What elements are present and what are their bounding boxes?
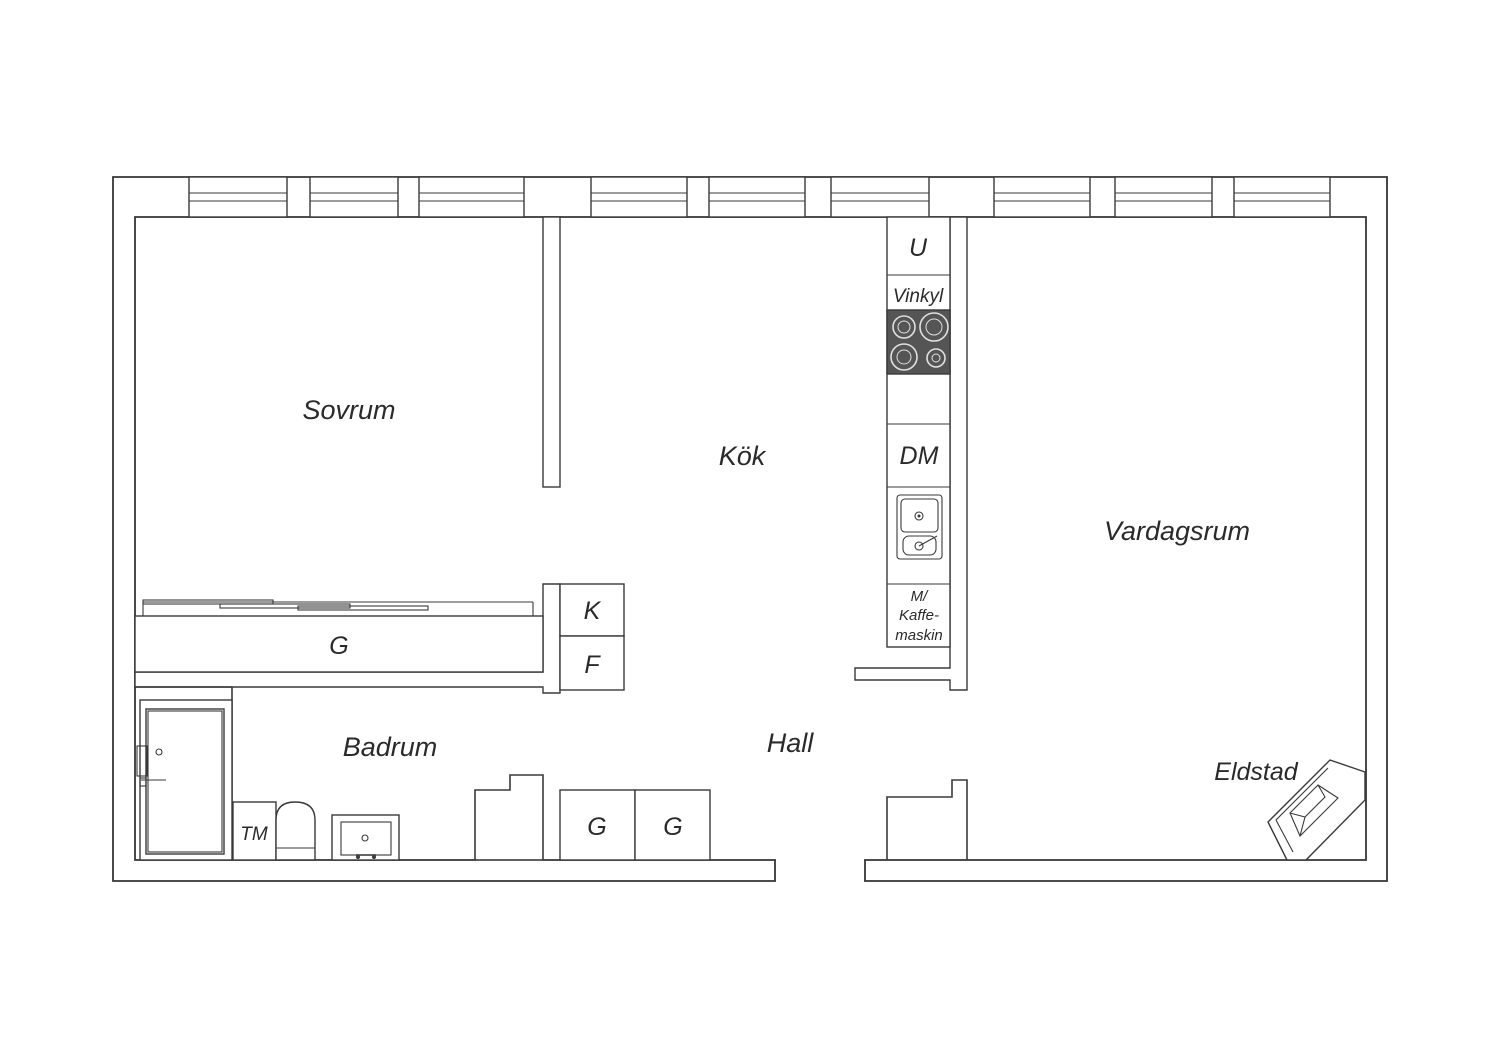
window [830,176,930,218]
washbasin-icon [331,814,400,861]
bathroom-cabinet [136,699,233,861]
room-label-badrum: Badrum [343,732,438,762]
washing-machine-label: TM [240,824,268,845]
cabinet-k: K [559,583,625,637]
hall-wardrobe-2-label: G [663,813,682,841]
wall-kitchen-living [854,216,968,691]
window [590,176,688,218]
cabinet-k-label: K [584,597,602,625]
coffee-label-2: Kaffe- [899,607,939,624]
window [1233,176,1331,218]
wall-sovrum-kok [542,216,561,488]
dishwasher-label: DM [900,442,939,470]
window [708,176,806,218]
winecooler-label: Vinkyl [893,286,944,307]
room-label-hall: Hall [767,728,815,758]
wardrobe-label: G [329,632,348,660]
room-label-kok: Kök [719,441,767,471]
cabinet-f-label: F [584,651,601,679]
window [418,176,525,218]
window [993,176,1091,218]
fireplace-label: Eldstad [1214,758,1298,786]
kitchen-counter: U Vinkyl DM M/ Kaffe- m [886,216,951,648]
window [188,176,288,218]
coffee-label-3: maskin [895,627,943,644]
wardrobe-bedroom: G [134,599,544,673]
hall-wardrobe-1-label: G [587,813,606,841]
sink-icon [896,494,943,560]
toilet-icon [275,801,316,861]
fridge-label: U [909,234,928,262]
stove-icon [886,309,951,375]
coffee-label-1: M/ [911,588,929,605]
cabinet-f: F [559,635,625,691]
room-label-vardagsrum: Vardagsrum [1104,516,1250,546]
fireplace-icon [1267,759,1366,861]
windows [188,176,1331,218]
hall-wardrobe-1: G [559,789,636,861]
hall-wardrobe-2: G [634,789,711,861]
window [309,176,399,218]
washing-machine: TM [232,801,277,861]
room-label-sovrum: Sovrum [302,395,395,425]
interior-walls [134,216,968,860]
window [1114,176,1213,218]
entrance-gap [776,859,864,883]
